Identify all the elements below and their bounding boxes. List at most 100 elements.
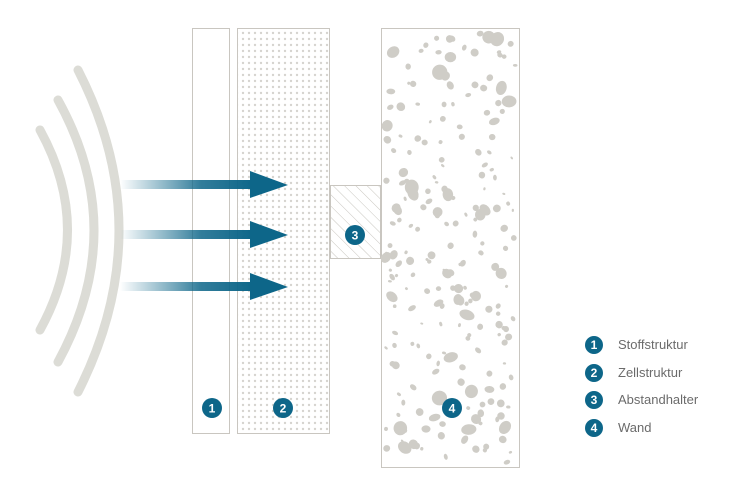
stone: [425, 258, 429, 261]
stone: [444, 51, 457, 63]
stone: [418, 48, 424, 53]
stone: [495, 267, 507, 279]
stone: [508, 374, 514, 381]
stone: [456, 124, 463, 130]
stone: [384, 346, 388, 350]
stone: [415, 408, 424, 416]
stone: [394, 273, 399, 278]
stone: [397, 441, 412, 454]
stone: [495, 320, 503, 329]
stone: [480, 84, 488, 92]
stone: [428, 120, 432, 124]
arrow: [120, 171, 288, 198]
svg-text:4: 4: [591, 421, 598, 435]
stone: [409, 80, 417, 87]
stone: [384, 426, 388, 431]
stone: [438, 140, 443, 145]
stone: [398, 134, 403, 138]
stone: [383, 177, 390, 184]
stone: [398, 167, 409, 178]
stone: [420, 322, 424, 325]
stone: [447, 242, 454, 250]
stone: [510, 316, 516, 322]
stone: [487, 398, 495, 405]
stone: [495, 303, 501, 309]
stone: [392, 342, 397, 348]
stone: [403, 196, 407, 201]
stone: [395, 260, 403, 268]
stone: [439, 421, 446, 427]
sound-waves: [35, 65, 124, 397]
stone: [433, 299, 444, 307]
stone: [478, 171, 486, 179]
stone: [488, 133, 496, 141]
stone: [499, 108, 505, 114]
stone: [503, 459, 511, 465]
stone: [465, 335, 471, 341]
stone: [510, 235, 517, 241]
stone: [407, 81, 411, 85]
stone: [386, 291, 398, 303]
stone: [410, 341, 415, 346]
stone: [463, 285, 467, 290]
stone: [461, 424, 477, 435]
stone: [407, 149, 412, 155]
stone: [404, 250, 408, 255]
stone: [434, 213, 440, 219]
stone: [408, 223, 414, 228]
stone: [453, 294, 463, 305]
stone: [415, 102, 421, 106]
stone: [495, 80, 507, 96]
stone: [453, 284, 464, 294]
stone: [502, 245, 509, 251]
stone: [496, 399, 505, 408]
stone: [425, 198, 433, 205]
stone: [486, 74, 494, 82]
stone: [500, 224, 508, 232]
stone: [466, 406, 471, 410]
stone: [475, 148, 482, 156]
stone: [470, 414, 482, 425]
svg-text:3: 3: [591, 393, 598, 407]
stone: [508, 450, 513, 454]
stone: [457, 378, 465, 386]
stone: [388, 268, 392, 272]
stone: [439, 115, 446, 122]
stone: [442, 268, 446, 272]
stone: [464, 384, 478, 399]
badge-4: 4: [442, 398, 462, 418]
stone: [391, 148, 397, 154]
stone: [414, 135, 422, 142]
stone: [458, 262, 463, 267]
svg-text:Abstandhalter: Abstandhalter: [618, 392, 699, 407]
svg-text:Zellstruktur: Zellstruktur: [618, 365, 683, 380]
stone: [436, 360, 440, 367]
stone: [481, 162, 488, 168]
stone: [486, 370, 493, 377]
stone: [484, 385, 495, 393]
stone: [459, 309, 475, 321]
badge-3: 3: [345, 225, 365, 245]
stone: [475, 347, 482, 354]
stone: [490, 32, 505, 47]
stone: [443, 453, 448, 460]
stone: [459, 364, 466, 371]
stone: [458, 133, 465, 140]
stone: [389, 221, 396, 226]
stone: [507, 40, 514, 47]
stone: [468, 298, 473, 304]
stone: [405, 63, 411, 70]
sound-wave-middle: [53, 95, 99, 367]
arrow: [120, 221, 288, 248]
stone: [435, 50, 442, 55]
stone: [493, 174, 497, 181]
stone: [458, 323, 461, 328]
stone: [446, 81, 454, 90]
stone: [492, 204, 501, 213]
stone: [506, 405, 511, 409]
stone: [469, 292, 475, 298]
stone: [501, 339, 508, 346]
stone: [443, 352, 458, 363]
